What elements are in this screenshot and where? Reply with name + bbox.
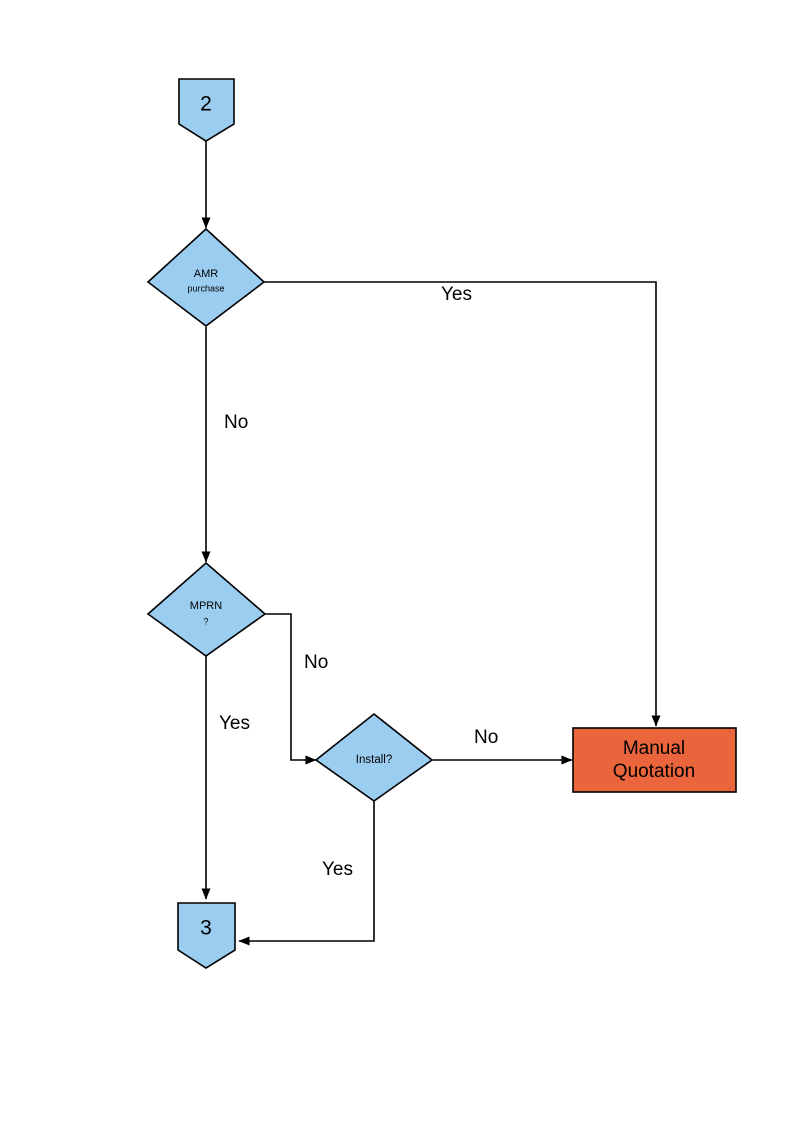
- node-decision-mprn-label-line1: MPRN: [190, 600, 222, 612]
- edge-label-mprn-no: No: [304, 652, 328, 673]
- node-process-manual-quotation-label-line2: Quotation: [613, 761, 695, 782]
- node-process-manual-quotation-label-line1: Manual: [623, 738, 685, 759]
- edge-label-install-no: No: [474, 727, 498, 748]
- edge-mprn-no-to-install: [265, 613, 317, 765]
- node-connector-2-label: 2: [200, 93, 212, 116]
- node-decision-amr-purchase[interactable]: [146, 227, 266, 328]
- node-decision-mprn[interactable]: [146, 561, 267, 657]
- edge-label-mprn-yes: Yes: [219, 713, 250, 734]
- node-decision-mprn-label-line2: ?: [203, 616, 208, 626]
- node-decision-install[interactable]: [314, 712, 434, 802]
- edge-install-yes-to-end: [238, 800, 375, 946]
- edge-label-amr-no: No: [224, 412, 248, 433]
- node-connector-2[interactable]: [178, 78, 235, 142]
- edge-label-install-yes: Yes: [322, 859, 353, 880]
- node-connector-3[interactable]: [177, 902, 236, 969]
- node-process-manual-quotation[interactable]: [572, 727, 737, 793]
- node-decision-install-label: Install?: [356, 754, 392, 766]
- edge-amr-yes-to-manual: [264, 281, 661, 727]
- edge-label-amr-yes: Yes: [441, 284, 472, 305]
- node-connector-3-label: 3: [200, 917, 212, 940]
- node-decision-amr-label-line1: AMR: [194, 268, 219, 280]
- node-decision-amr-label-line2: purchase: [187, 283, 224, 293]
